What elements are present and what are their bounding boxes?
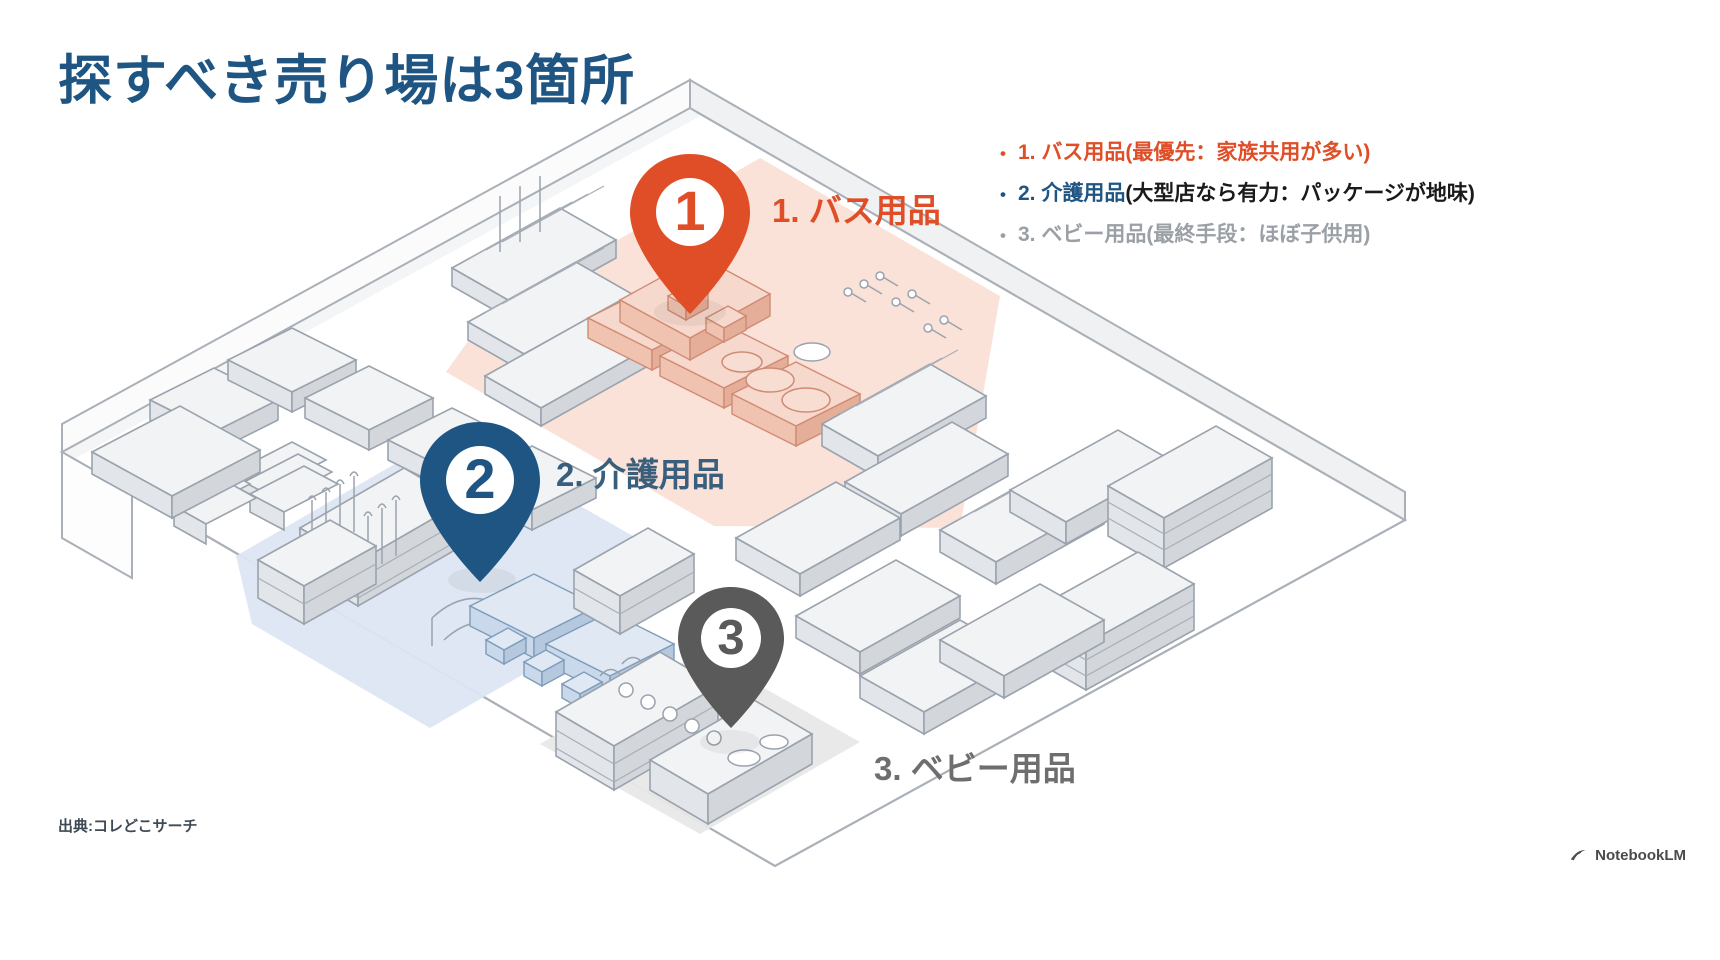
map-label-care: 2. 介護用品 — [556, 456, 725, 493]
baby-zone-shelves — [554, 583, 1106, 826]
legend-item-bath: • 1. バス用品 (最優先：家族共用が多い) — [1000, 133, 1660, 174]
legend-item-note: (最優先：家族共用が多い) — [1125, 141, 1371, 164]
pin-number-2: 2 — [464, 447, 495, 510]
legend-list: • 1. バス用品 (最優先：家族共用が多い) • 2. 介護用品 (大型店なら… — [1000, 133, 1660, 256]
source-note: 出典:コレどこサーチ — [58, 818, 198, 835]
pin-number-3: 3 — [717, 611, 744, 665]
bullet-icon: • — [1000, 226, 1006, 245]
legend-item-title: 3. ベビー用品 — [1018, 223, 1147, 246]
care-zone-shelves — [256, 467, 696, 710]
map-pin-3[interactable]: 3 — [673, 583, 789, 731]
notebooklm-logo-icon — [1571, 849, 1586, 861]
bullet-icon: • — [1000, 144, 1006, 163]
page-title: 探すべき売り場は3箇所 — [58, 51, 636, 111]
map-pin-2[interactable]: 2 — [414, 418, 546, 586]
legend-item-care: • 2. 介護用品 (大型店なら有力：パッケージが地味) — [1000, 174, 1660, 215]
legend-item-title: 2. 介護用品 — [1018, 182, 1126, 205]
map-label-bath: 1. バス用品 — [772, 192, 941, 229]
legend-item-note: (大型店なら有力：パッケージが地味) — [1125, 182, 1475, 205]
legend-item-baby: • 3. ベビー用品 (最終手段：ほぼ子供用) — [1000, 215, 1660, 256]
pin-inner-circle-2 — [446, 446, 514, 514]
bullet-icon: • — [1000, 185, 1006, 204]
notebooklm-label: NotebookLM — [1595, 847, 1686, 864]
shelf-run-right — [734, 271, 1274, 736]
notebooklm-watermark: NotebookLM — [1569, 846, 1686, 865]
legend-item-note: (最終手段：ほぼ子供用) — [1146, 223, 1371, 246]
legend-item-title: 1. バス用品 — [1018, 141, 1126, 164]
map-pin-1[interactable]: 1 — [624, 150, 756, 318]
pin-inner-circle-1 — [656, 178, 724, 246]
pin-number-1: 1 — [674, 179, 705, 242]
pin-inner-circle-3 — [701, 608, 761, 668]
map-label-baby: 3. ベビー用品 — [874, 750, 1076, 787]
